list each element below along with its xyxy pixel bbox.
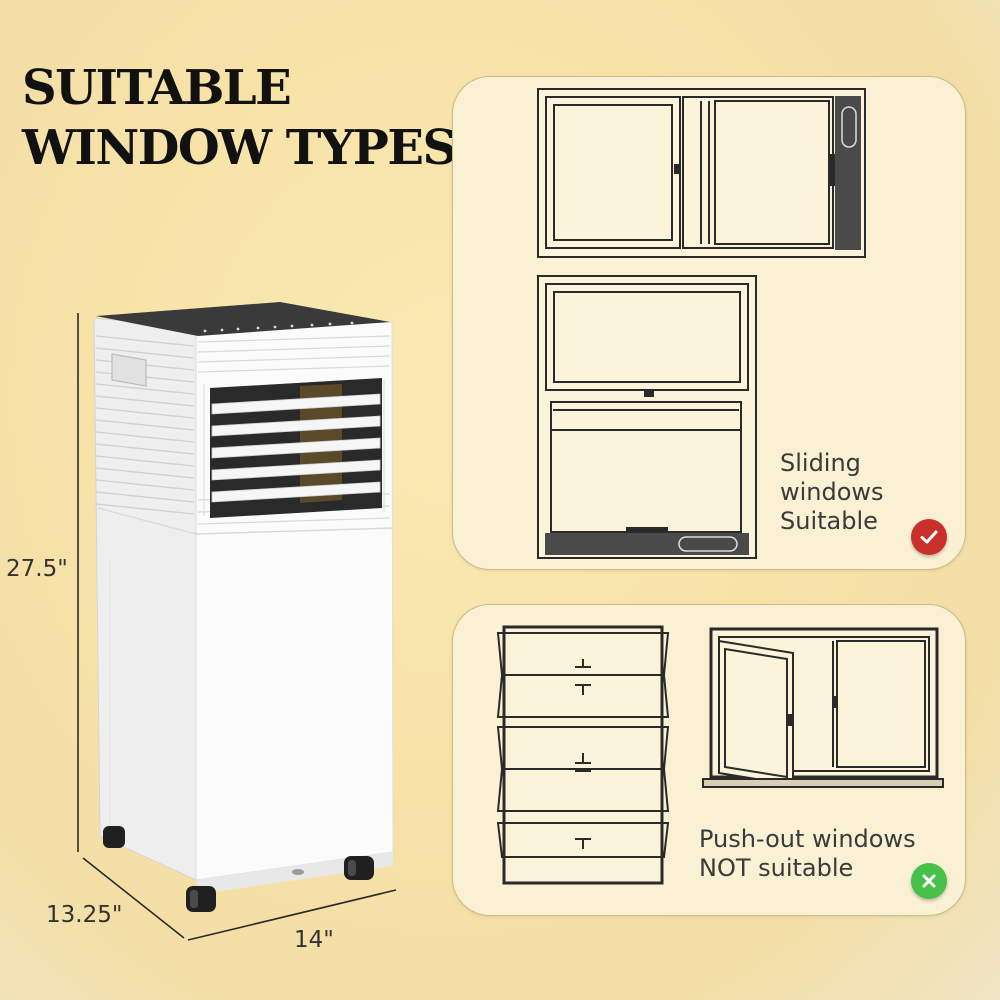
- push-out-window-illustrations: [496, 625, 944, 885]
- page-title: SUITABLE WINDOW TYPES: [22, 58, 457, 178]
- check-icon: [911, 519, 947, 555]
- horizontal-sliding-window-icon: [537, 88, 866, 258]
- caption-line-1: Sliding: [780, 449, 861, 477]
- caption-line-1: Push-out windows: [699, 825, 916, 853]
- push-out-windows-panel: Push-out windows NOT suitable: [452, 604, 966, 916]
- sliding-windows-caption: Sliding windows Suitable: [780, 449, 884, 536]
- title-line-2: WINDOW TYPES: [22, 120, 457, 176]
- sliding-windows-panel: Sliding windows Suitable: [452, 76, 966, 570]
- title-line-1: SUITABLE: [22, 60, 292, 116]
- height-dimension: 27.5": [6, 556, 68, 582]
- push-out-window-icon: [496, 625, 670, 885]
- sliding-window-illustrations: [537, 88, 866, 559]
- push-out-windows-caption: Push-out windows NOT suitable: [699, 825, 916, 883]
- x-icon: [911, 863, 947, 899]
- width-dimension: 14": [294, 927, 334, 953]
- depth-dimension: 13.25": [46, 902, 123, 928]
- casement-window-icon: [702, 627, 944, 788]
- caption-line-2: NOT suitable: [699, 854, 854, 882]
- caption-line-2: windows: [780, 478, 884, 506]
- caption-line-3: Suitable: [780, 507, 878, 535]
- vertical-sliding-window-icon: [537, 275, 757, 559]
